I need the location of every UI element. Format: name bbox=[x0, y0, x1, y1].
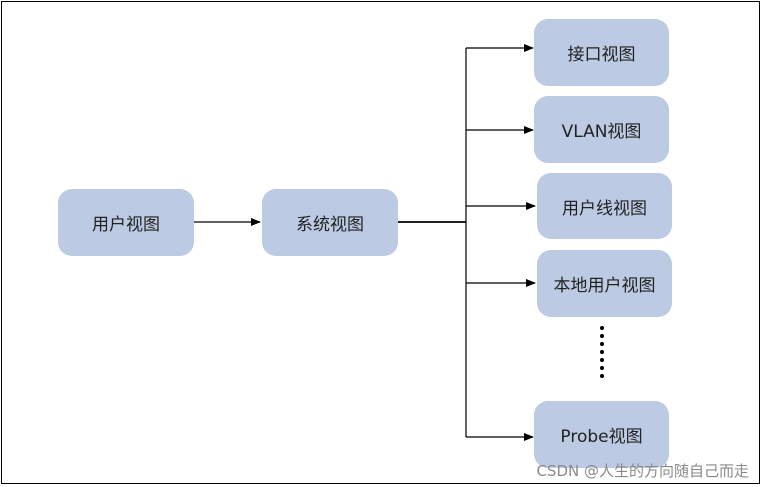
node-system-view-label: 系统视图 bbox=[296, 215, 364, 235]
node-local-user-view: 本地用户视图 bbox=[537, 250, 672, 317]
node-local-user-view-label: 本地用户视图 bbox=[553, 276, 656, 296]
node-interface-view: 接口视图 bbox=[534, 19, 669, 86]
node-user-line-view: 用户线视图 bbox=[537, 173, 672, 239]
node-system-view: 系统视图 bbox=[262, 189, 398, 256]
node-user-line-view-label: 用户线视图 bbox=[562, 198, 647, 219]
watermark-text: CSDN @人生的方向随自己而走 bbox=[536, 462, 749, 480]
node-vlan-view: VLAN视图 bbox=[534, 96, 669, 163]
node-probe-view-label: Probe视图 bbox=[560, 427, 643, 447]
node-interface-view-label: 接口视图 bbox=[567, 45, 636, 65]
vertical-ellipsis bbox=[597, 326, 607, 386]
node-vlan-view-label: VLAN视图 bbox=[561, 122, 642, 142]
node-user-view-label: 用户视图 bbox=[92, 215, 160, 235]
node-probe-view: Probe视图 bbox=[534, 401, 669, 468]
node-user-view: 用户视图 bbox=[58, 189, 194, 256]
